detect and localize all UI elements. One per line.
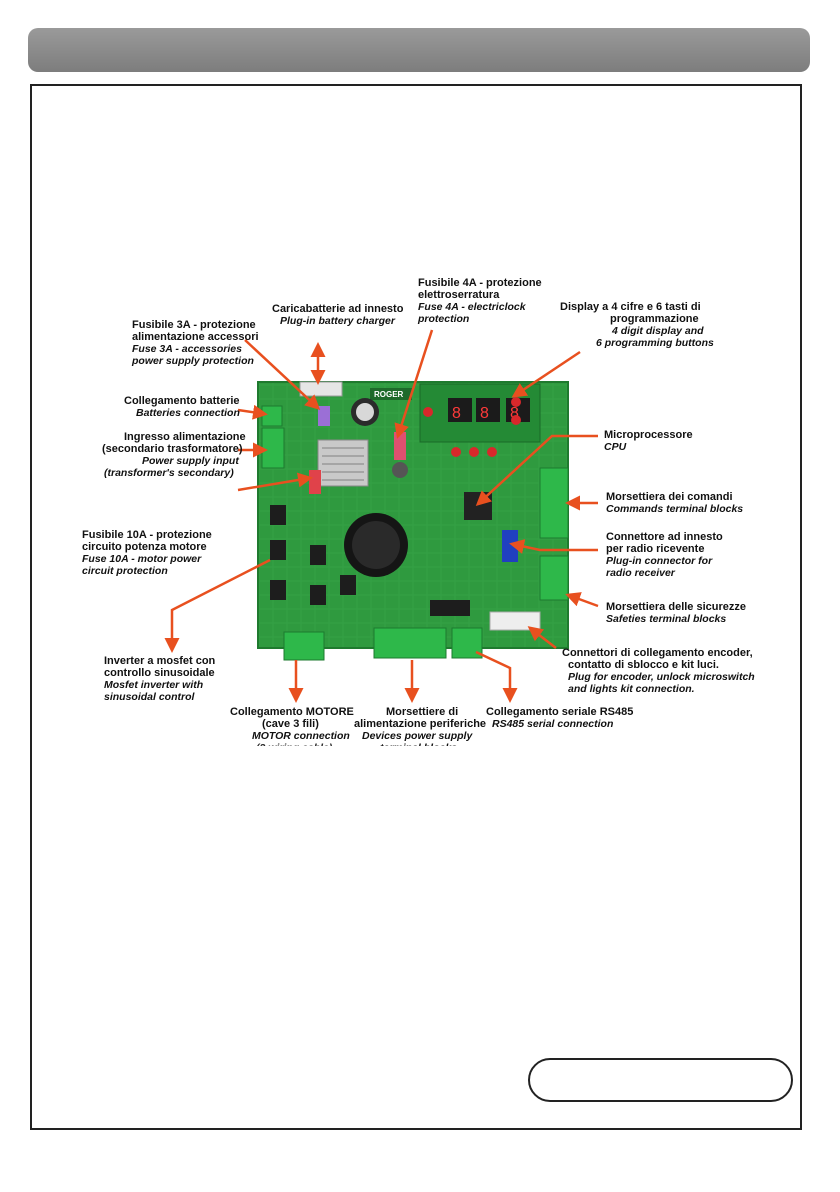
label-it: alimentazione accessori [132, 331, 259, 343]
callout-fuse-4a: Fusibile 4A - protezione elettroserratur… [417, 277, 542, 325]
label-en: Safeties terminal blocks [606, 613, 726, 625]
label-it: Collegamento MOTORE [230, 706, 354, 718]
label-it: Inverter a mosfet con [104, 655, 216, 667]
label-it: elettroserratura [418, 289, 500, 301]
label-it: Connettore ad innesto [606, 531, 723, 543]
heatsink [317, 439, 369, 487]
svg-text:8: 8 [510, 405, 519, 422]
label-en: Power supply input [142, 455, 239, 467]
fuse-4a [394, 432, 406, 460]
label-it: programmazione [610, 313, 699, 325]
label-it: (secondario trasformatore) [102, 443, 243, 455]
label-it: circuito potenza motore [82, 541, 207, 553]
power-input-terminal [261, 427, 285, 469]
callout-power-input: Ingresso alimentazione (secondario trasf… [102, 431, 246, 479]
label-en: 6 programming buttons [596, 337, 714, 349]
label-en: sinusoidal control [104, 691, 196, 703]
label-en: CPU [604, 441, 627, 453]
mosfets [270, 505, 356, 605]
callout-battery-charger: Caricabatterie ad innesto Plug-in batter… [272, 303, 404, 327]
label-en: (transformer's secondary) [104, 467, 234, 479]
callout-encoder: Connettori di collegamento encoder, cont… [562, 647, 755, 695]
label-it: Connettori di collegamento encoder, [562, 647, 753, 659]
relays [430, 600, 470, 616]
label-en: Batteries connection [136, 407, 240, 419]
battery-terminal [261, 405, 283, 427]
label-it: Fusibile 3A - protezione [132, 319, 256, 331]
label-it: Ingresso alimentazione [124, 431, 246, 443]
label-en: Plug-in connector for [606, 555, 713, 567]
circuit-board: ROGER 8 8 8 [257, 381, 569, 661]
label-it: Collegamento batterie [124, 395, 240, 407]
display-digit [448, 398, 472, 422]
callout-safeties: Morsettiera delle sicurezze Safeties ter… [606, 601, 746, 625]
label-it: Microprocessore [604, 429, 693, 441]
label-it: contatto di sblocco e kit luci. [568, 659, 719, 671]
label-it: Morsettiera dei comandi [606, 491, 733, 503]
label-en: radio receiver [606, 567, 676, 579]
rs485-terminal [451, 627, 483, 659]
callout-display: Display a 4 cifre e 6 tasti di programma… [560, 301, 714, 349]
page-header-bar [28, 28, 810, 72]
label-en: 4 digit display and [611, 325, 704, 337]
commands-terminal [539, 467, 569, 539]
charger-plug [299, 381, 343, 397]
callout-rs485: Collegamento seriale RS485 RS485 serial … [486, 706, 633, 730]
programming-buttons [423, 397, 521, 457]
label-it: alimentazione periferiche [354, 718, 486, 730]
label-en: Commands terminal blocks [606, 503, 743, 515]
callout-fuse-10a: Fusibile 10A - protezione circuito poten… [82, 529, 212, 577]
label-it: Morsettiere di [386, 706, 458, 718]
motor-terminal [283, 631, 325, 661]
callout-commands: Morsettiera dei comandi Commands termina… [606, 491, 743, 515]
fuse-3a [318, 406, 330, 426]
brand-logo: ROGER [374, 390, 404, 399]
fuse-10a [309, 470, 321, 494]
label-it: Morsettiera delle sicurezze [606, 601, 746, 613]
label-en: Fuse 3A - accessories [132, 343, 242, 355]
label-en: MOTOR connection [252, 730, 350, 742]
safeties-terminal [539, 555, 569, 601]
callout-batteries: Collegamento batterie Batteries connecti… [124, 395, 240, 419]
callout-inverter: Inverter a mosfet con controllo sinusoid… [104, 655, 216, 703]
label-en: Mosfet inverter with [104, 679, 203, 691]
label-it: Fusibile 4A - protezione [418, 277, 542, 289]
label-en: protection [417, 313, 469, 325]
devices-terminal [373, 627, 447, 659]
label-it: Display a 4 cifre e 6 tasti di [560, 301, 701, 313]
display-digit [476, 398, 500, 422]
label-en: Fuse 10A - motor power [82, 553, 202, 565]
callout-cpu: Microprocessore CPU [604, 429, 693, 453]
label-it: Collegamento seriale RS485 [486, 706, 633, 718]
label-en: power supply protection [131, 355, 254, 367]
capacitor [392, 462, 408, 478]
callout-motor: Collegamento MOTORE (cave 3 fili) MOTOR … [230, 706, 354, 754]
label-it: (cave 3 fili) [262, 718, 319, 730]
label-it: Caricabatterie ad innesto [272, 303, 404, 315]
label-it: controllo sinusoidale [104, 667, 215, 679]
label-en: Plug-in battery charger [280, 315, 396, 327]
svg-text:8: 8 [480, 405, 489, 422]
encoder-connectors [489, 611, 541, 631]
label-it: per radio ricevente [606, 543, 704, 555]
label-en: Plug for encoder, unlock microswitch [568, 671, 755, 683]
callout-radio: Connettore ad innesto per radio ricevent… [606, 531, 723, 579]
label-en: and lights kit connection. [568, 683, 695, 695]
callout-arrows [164, 329, 599, 703]
page-label-box [528, 1058, 793, 1102]
content-frame [30, 84, 802, 1130]
label-it: Fusibile 10A - protezione [82, 529, 212, 541]
label-en: Devices power supply [362, 730, 473, 742]
label-en: Fuse 4A - electriclock [418, 301, 527, 313]
label-en: RS485 serial connection [492, 718, 613, 730]
callout-fuse-3a: Fusibile 3A - protezione alimentazione a… [131, 319, 259, 367]
svg-text:8: 8 [452, 405, 461, 422]
label-en: circuit protection [82, 565, 168, 577]
